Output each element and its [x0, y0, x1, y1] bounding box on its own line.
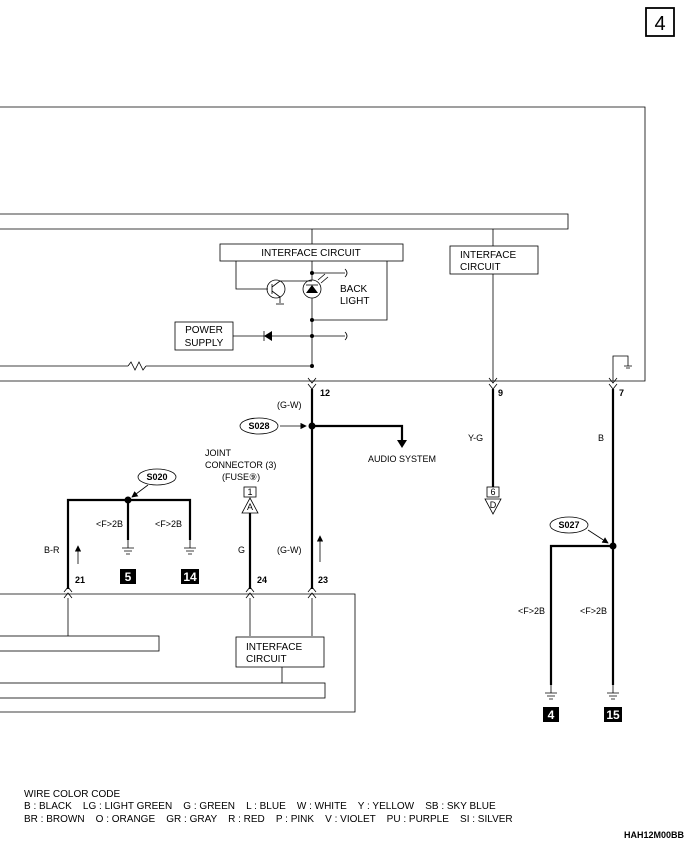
legend-title: WIRE COLOR CODE	[24, 789, 120, 800]
power-supply-label-2: SUPPLY	[185, 338, 224, 349]
joint-connector-pin-box	[243, 486, 257, 498]
power-supply-label-1: POWER	[185, 325, 223, 336]
interface-circuit-1-label: INTERFACE CIRCUIT	[261, 248, 360, 259]
audio-system-label: AUDIO SYSTEM	[368, 454, 436, 464]
diode-symbol	[264, 331, 272, 341]
connector-d-arrow	[484, 498, 502, 515]
connector-d-pin: 6	[490, 487, 495, 497]
ground-15-badge	[604, 707, 622, 722]
resistor-symbol	[127, 361, 147, 371]
ground-15-label: 15	[606, 708, 620, 722]
wire-color-gw-bottom: (G-W)	[277, 545, 302, 555]
ground-f2b-2: <F>2B	[155, 519, 182, 529]
power-supply-box	[174, 321, 234, 351]
ground-14-badge	[181, 569, 199, 584]
internal-bus-bottom-2	[0, 682, 326, 699]
legend-line-2: BR : BROWN O : ORANGE GR : GRAY R : RED …	[24, 814, 513, 825]
internal-bus-bottom-1	[0, 635, 160, 652]
interface-circuit-3-label-1: INTERFACE	[246, 642, 302, 653]
page-number: 4	[654, 13, 665, 35]
joint-connector-letter: A	[247, 502, 253, 512]
connector-d-pin-box	[486, 486, 500, 498]
unit-outline-bottom	[0, 593, 356, 713]
ground-f2b-3: <F>2B	[518, 606, 545, 616]
diagram-code: HAH12M00BB	[624, 830, 685, 840]
splice-s020	[137, 468, 177, 486]
splice-s028	[239, 417, 279, 435]
ground-4-badge	[543, 707, 559, 722]
ground-f2b-4: <F>2B	[580, 606, 607, 616]
wire-color-g: G	[238, 545, 245, 555]
terminal-12: 12	[320, 388, 330, 398]
interface-circuit-2-box	[449, 245, 539, 275]
back-light-label-2: LIGHT	[340, 296, 369, 307]
page-number-box	[645, 7, 675, 37]
interface-circuit-3-label-2: CIRCUIT	[246, 654, 287, 665]
ground-5-label: 5	[125, 570, 132, 584]
terminal-23: 23	[318, 575, 328, 585]
splice-s027-label: S027	[558, 520, 579, 530]
splice-s027	[549, 516, 589, 534]
unit-outline-top	[0, 106, 646, 382]
joint-connector-label-3: (FUSE⑨)	[222, 472, 260, 482]
splice-s020-label: S020	[146, 472, 167, 482]
terminal-21: 21	[75, 575, 85, 585]
joint-connector-label-1: JOINT	[205, 448, 232, 458]
interface-circuit-2-label-1: INTERFACE	[460, 250, 516, 261]
terminal-7: 7	[619, 388, 624, 398]
legend-line-1: B : BLACK LG : LIGHT GREEN G : GREEN L :…	[24, 801, 496, 812]
wire-color-b: B	[598, 433, 604, 443]
wire-color-br: B-R	[44, 545, 60, 555]
terminal-24: 24	[257, 575, 267, 585]
ground-14-label: 14	[183, 570, 197, 584]
terminal-9: 9	[498, 388, 503, 398]
connector-d-letter: D	[490, 500, 497, 510]
joint-connector-pin: 1	[247, 487, 252, 497]
interface-circuit-1-box	[219, 243, 404, 262]
wire-color-yg: Y-G	[468, 433, 483, 443]
ground-5-badge	[120, 569, 136, 584]
wire-color-gw-top: (G-W)	[277, 400, 302, 410]
back-light-label-1: BACK	[340, 284, 368, 295]
interface-circuit-3-box	[235, 636, 325, 668]
transistor-symbol	[266, 279, 286, 299]
internal-bus	[0, 213, 569, 230]
ground-4-label: 4	[548, 708, 555, 722]
joint-connector-label-2: CONNECTOR (3)	[205, 460, 276, 470]
splice-s028-label: S028	[248, 421, 269, 431]
ground-f2b-1: <F>2B	[96, 519, 123, 529]
interface-circuit-2-label-2: CIRCUIT	[460, 262, 501, 273]
